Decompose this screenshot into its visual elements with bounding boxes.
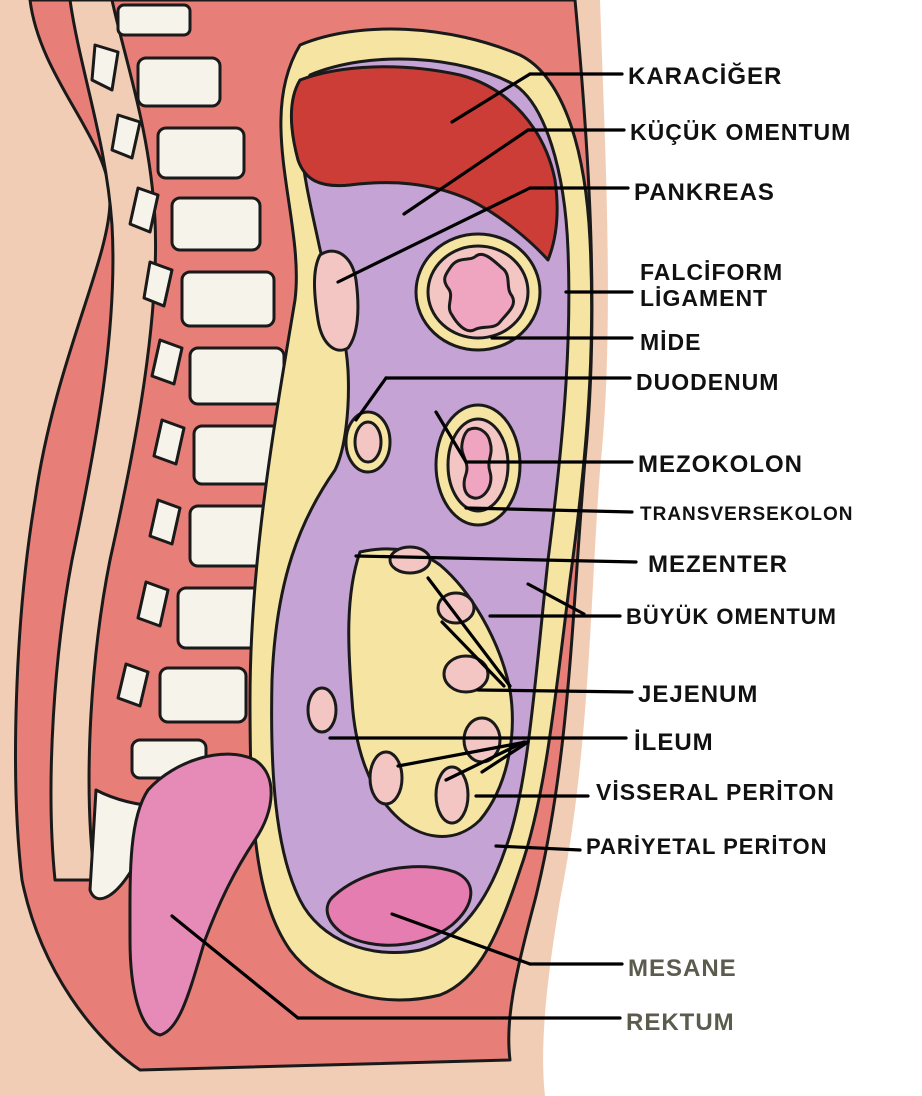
vertebra (118, 5, 190, 35)
label-mesane: MESANE (628, 955, 737, 982)
label-transversekolon: TRANSVERSEKOLON (640, 504, 853, 525)
label-mezenter: MEZENTER (648, 551, 788, 578)
vertebra (182, 272, 274, 326)
label-ileum: İLEUM (634, 729, 714, 756)
vertebra (138, 58, 220, 106)
label-falciform-line1: FALCİFORM (640, 259, 783, 285)
label-duodenum: DUODENUM (636, 369, 779, 395)
stomach (416, 234, 540, 350)
label-karaciger: KARACİĞER (628, 62, 782, 90)
label-mide: MİDE (640, 329, 702, 355)
duodenum (346, 412, 390, 472)
label-jejenum: JEJENUM (638, 681, 758, 708)
label-pariyetal-periton: PARİYETAL PERİTON (586, 834, 828, 859)
labels: KARACİĞER KÜÇÜK OMENTUM PANKREAS FALCİFO… (586, 62, 853, 1036)
label-mezokolon: MEZOKOLON (638, 451, 803, 478)
label-rektum: REKTUM (626, 1009, 735, 1036)
pancreas (315, 251, 358, 350)
duodenum-lumen (355, 422, 381, 462)
vertebra (190, 348, 284, 404)
intestine-loop (370, 752, 402, 804)
vertebra (172, 198, 260, 250)
spinous-process (92, 45, 118, 90)
intestine-loop (308, 688, 336, 732)
leader-line-jejenum (478, 690, 632, 692)
label-visseral-periton: VİSSERAL PERİTON (596, 779, 835, 805)
vertebra (160, 668, 246, 722)
label-falciform-line2: LİGAMENT (640, 285, 768, 311)
label-buyuk-omentum: BÜYÜK OMENTUM (626, 604, 837, 629)
label-pankreas: PANKREAS (634, 179, 775, 206)
label-kucuk-omentum: KÜÇÜK OMENTUM (630, 119, 851, 145)
vertebra (158, 128, 244, 178)
intestine-loop (390, 547, 430, 573)
